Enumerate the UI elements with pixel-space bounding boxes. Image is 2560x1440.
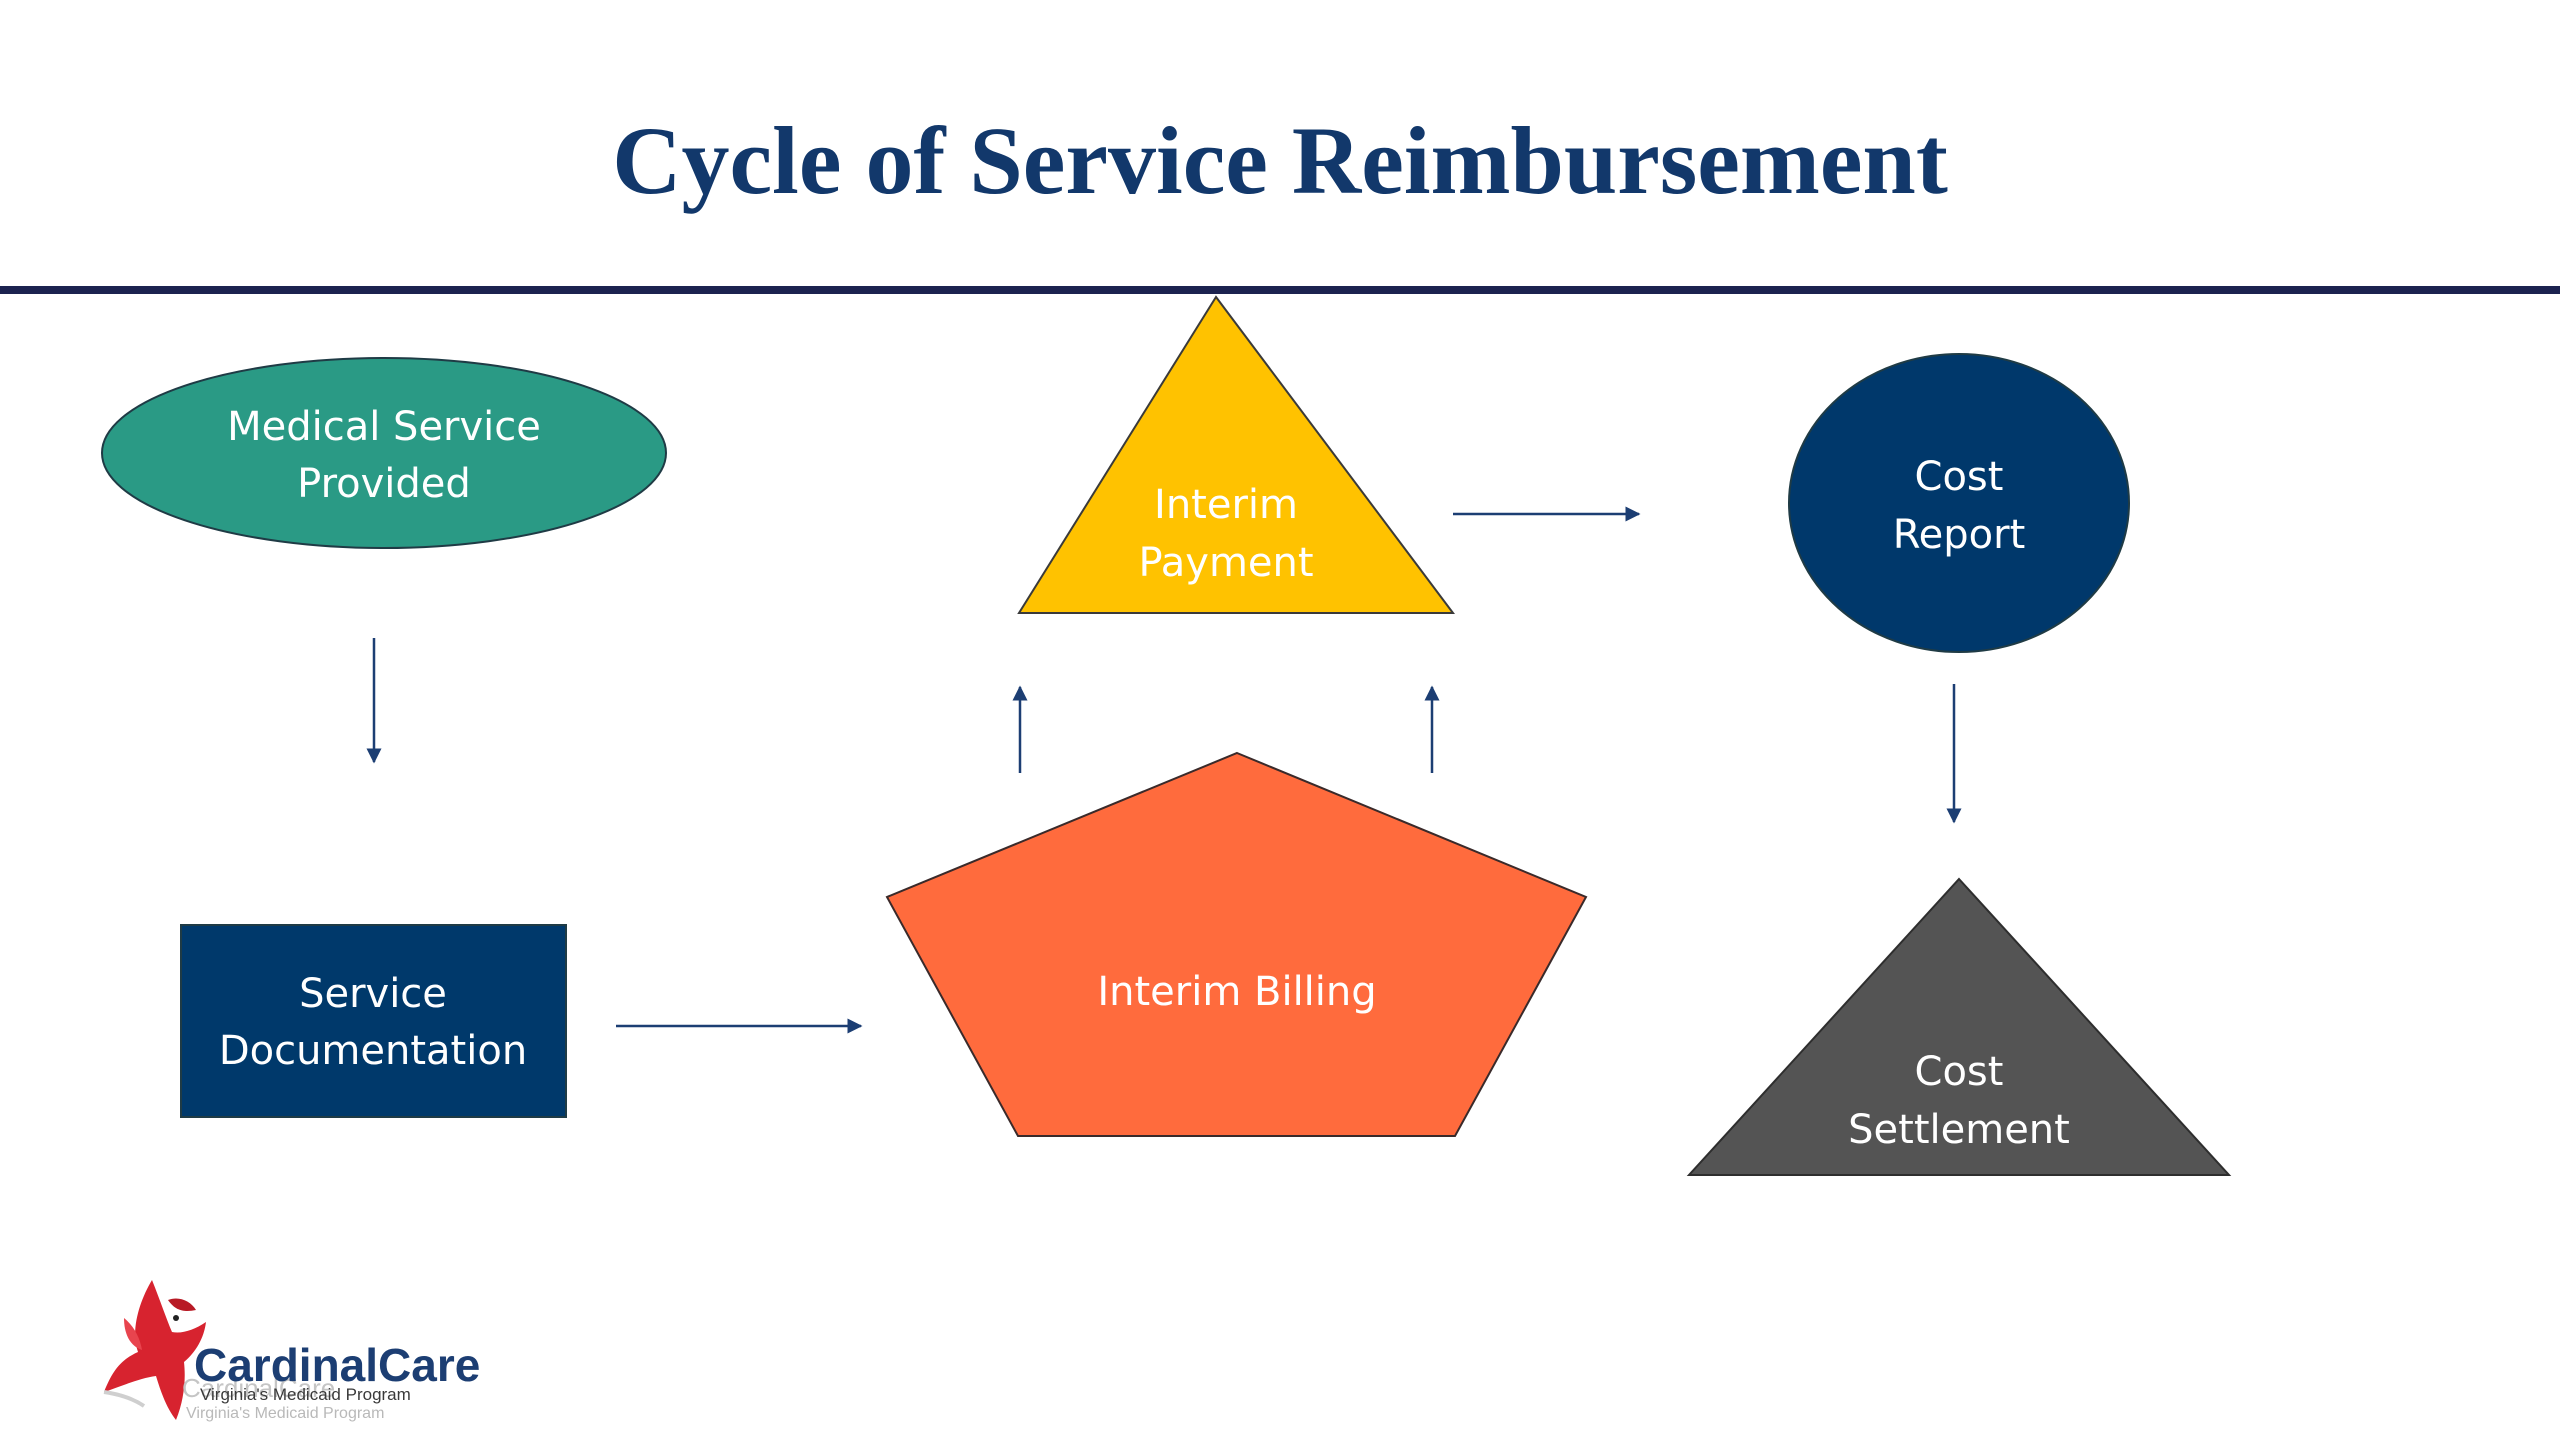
medical-service-label-line-2: Provided [297, 461, 471, 507]
interim-payment-label-line-1: Interim [1154, 482, 1298, 528]
slide-title: Cycle of Service Reimbursement [612, 107, 1948, 214]
node-interim-billing: Interim Billing [885, 751, 1588, 1137]
cost-report-label-line-1: Cost [1915, 454, 2004, 500]
title-divider [0, 286, 2560, 294]
cardinalcare-logo: CardinalCare CardinalCare Virginia's Med… [103, 1280, 480, 1422]
cardinal-bird-icon [103, 1280, 206, 1420]
cost-report-label-line-2: Report [1893, 512, 2026, 558]
node-service-documentation: Service Documentation [180, 924, 567, 1118]
interim-payment-label-line-2: Payment [1138, 540, 1313, 586]
node-medical-service-provided: Medical Service Provided [101, 357, 667, 549]
cost-settlement-label-line-2: Settlement [1848, 1107, 2070, 1153]
logo-wordmark-ghost: CardinalCare [182, 1373, 335, 1403]
medical-service-ellipse [101, 357, 667, 549]
node-cost-report: Cost Report [1788, 353, 2130, 653]
cost-settlement-label-line-1: Cost [1915, 1049, 2004, 1095]
interim-billing-label: Interim Billing [1097, 969, 1376, 1015]
interim-payment-triangle [1017, 295, 1455, 614]
medical-service-label-line-1: Medical Service [227, 404, 541, 450]
node-interim-payment: Interim Payment [1017, 295, 1455, 614]
service-documentation-rect [180, 924, 567, 1118]
cost-settlement-triangle [1686, 877, 2232, 1176]
logo-tagline: Virginia's Medicaid Program [200, 1385, 411, 1404]
service-documentation-label-line-1: Service [299, 971, 447, 1017]
interim-billing-pentagon [885, 751, 1588, 1137]
service-documentation-label-line-2: Documentation [219, 1028, 527, 1074]
logo-wordmark: CardinalCare [194, 1339, 480, 1391]
node-cost-settlement: Cost Settlement [1686, 877, 2232, 1176]
cost-report-ellipse [1788, 353, 2130, 653]
logo-tagline-ghost: Virginia's Medicaid Program [186, 1405, 384, 1422]
